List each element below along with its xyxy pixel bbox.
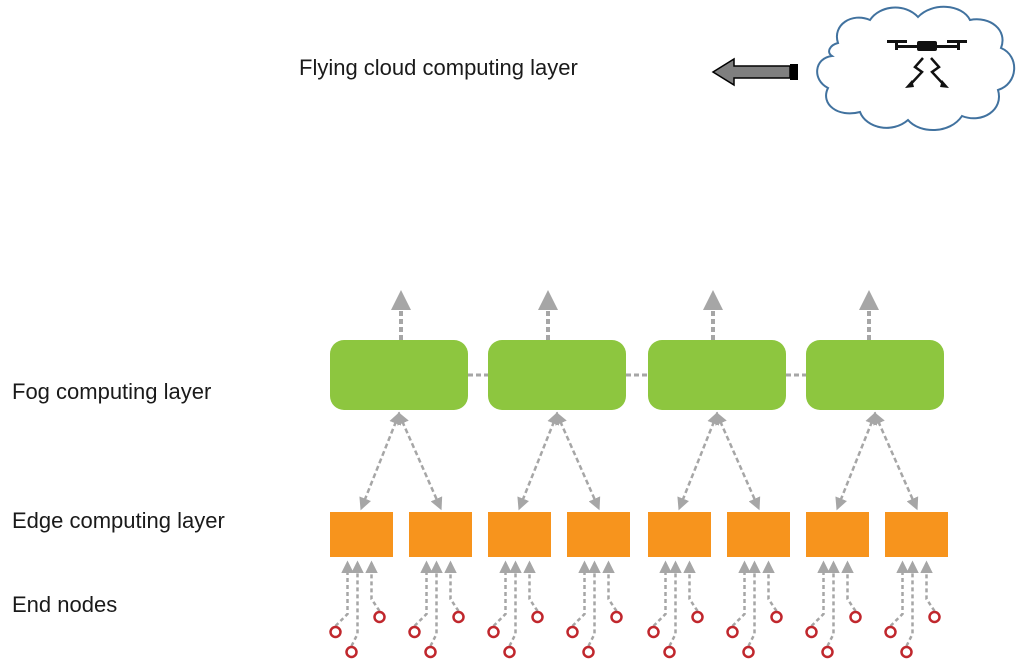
end-edge-link (413, 560, 433, 627)
end-node (647, 625, 660, 639)
end-edge-link (920, 560, 936, 612)
end-node (487, 625, 500, 639)
end-edge-link (747, 560, 761, 647)
end-edge-link (826, 560, 840, 647)
end-edge-link (492, 560, 512, 627)
end-edge-link (523, 560, 539, 612)
end-edge-link (365, 560, 381, 612)
end-edge-link (429, 560, 443, 647)
drone-icon (887, 40, 967, 88)
fog-edge-link (873, 411, 919, 511)
edge-node (330, 512, 393, 557)
fog-node (330, 340, 468, 410)
edge-node (885, 512, 948, 557)
edge-node (488, 512, 551, 557)
end-node (452, 610, 465, 624)
flying-cloud-layer-label: Flying cloud computing layer (299, 55, 578, 80)
fog-edge-link (397, 411, 443, 511)
end-edge-link (889, 560, 909, 627)
end-edge-link (683, 560, 699, 612)
end-edge-link (508, 560, 522, 647)
end-node (345, 645, 358, 659)
fog-edge-link (835, 411, 878, 511)
end-node (726, 625, 739, 639)
fog-node (806, 340, 944, 410)
end-node (610, 610, 623, 624)
edge-node (648, 512, 711, 557)
end-node (900, 645, 913, 659)
end-node (582, 645, 595, 659)
end-node (821, 645, 834, 659)
end-node (566, 625, 579, 639)
end-node (849, 610, 862, 624)
end-edge-link (810, 560, 830, 627)
edge-node (567, 512, 630, 557)
fog-edge-link (677, 411, 720, 511)
network-links (334, 290, 936, 647)
left-arrow-icon (711, 57, 798, 87)
end-node (884, 625, 897, 639)
end-node-layer (329, 610, 941, 659)
edge-layer (330, 512, 948, 557)
end-edge-link (905, 560, 919, 647)
end-node (424, 645, 437, 659)
end-edge-link (602, 560, 618, 612)
fog-edge-link (359, 411, 402, 511)
end-edge-link (731, 560, 751, 627)
end-edge-link (571, 560, 591, 627)
end-node (742, 645, 755, 659)
end-node (805, 625, 818, 639)
end-node (770, 610, 783, 624)
edge-node (727, 512, 790, 557)
end-edge-link (668, 560, 682, 647)
edge-node (806, 512, 869, 557)
fog-node (648, 340, 786, 410)
end-edge-link (334, 560, 354, 627)
end-edge-link (350, 560, 364, 647)
end-edge-link (444, 560, 460, 612)
end-node (928, 610, 941, 624)
end-node (373, 610, 386, 624)
end-node (329, 625, 342, 639)
end-node (408, 625, 421, 639)
fog-edge-link (715, 411, 761, 511)
fog-layer-label: Fog computing layer (12, 379, 212, 404)
end-edge-link (587, 560, 601, 647)
end-node (503, 645, 516, 659)
end-edge-link (762, 560, 778, 612)
fog-layer (330, 340, 944, 410)
fog-node (488, 340, 626, 410)
end-node (663, 645, 676, 659)
fog-edge-link (555, 411, 601, 511)
edge-node (409, 512, 472, 557)
end-node (691, 610, 704, 624)
end-node (531, 610, 544, 624)
fog-edge-link (517, 411, 560, 511)
end-edge-link (652, 560, 672, 627)
end-nodes-label: End nodes (12, 592, 118, 617)
end-edge-link (841, 560, 857, 612)
edge-layer-label: Edge computing layer (12, 508, 225, 533)
